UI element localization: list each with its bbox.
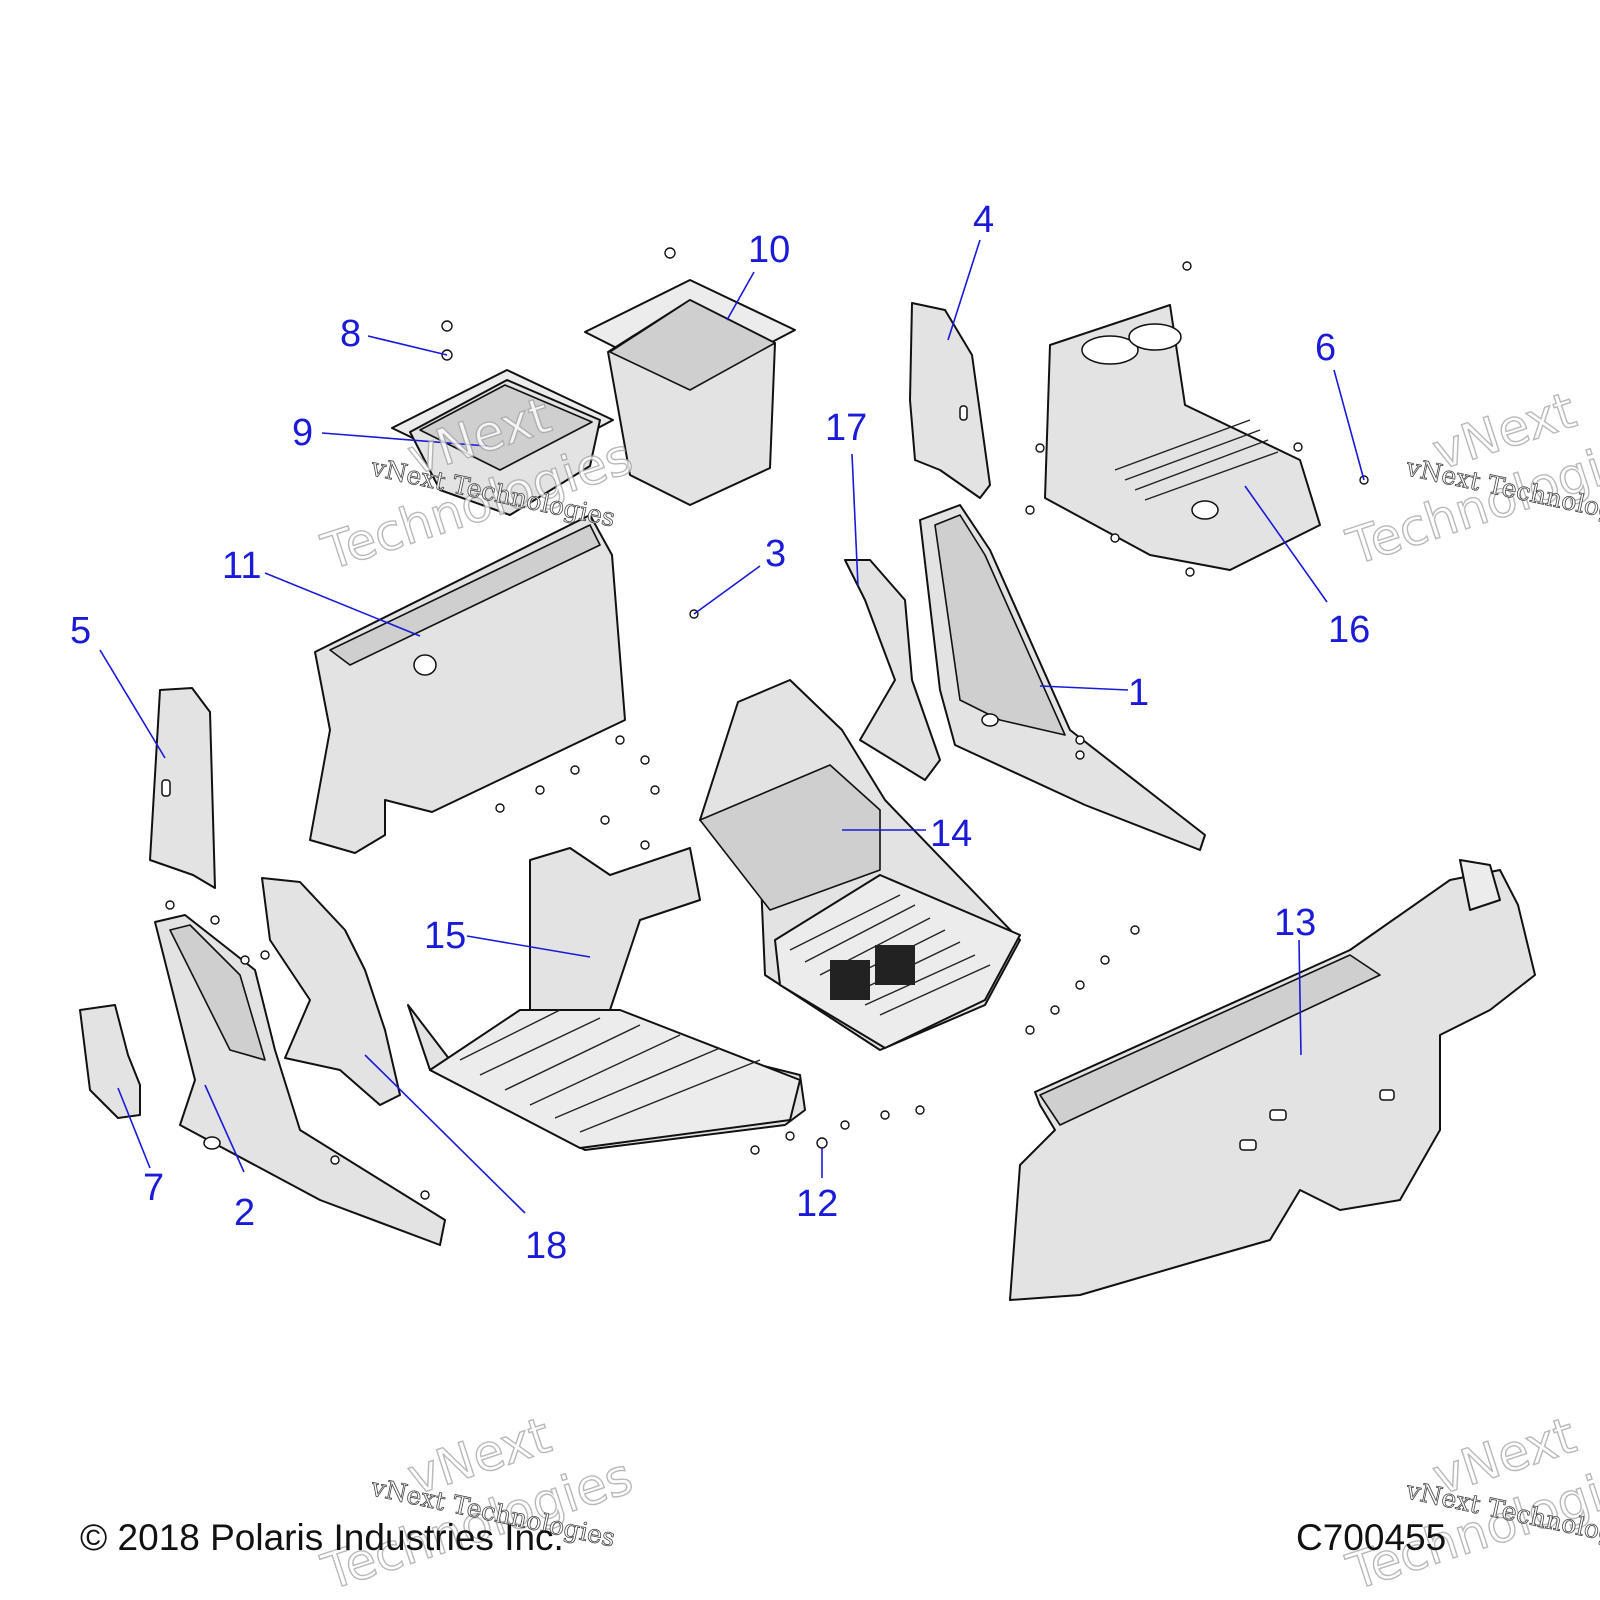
part-2-door-sill-left bbox=[154, 914, 446, 1246]
callout-7: 7 bbox=[143, 1167, 164, 1209]
callout-18: 18 bbox=[525, 1225, 567, 1267]
part-5-side-panel bbox=[149, 687, 216, 889]
part-15-rear-floor bbox=[407, 847, 806, 1151]
callout-16: 16 bbox=[1328, 609, 1370, 651]
part-11-rear-panel bbox=[309, 514, 626, 854]
part-14-front-floor bbox=[699, 679, 1021, 1051]
part-13-dash-panel bbox=[1009, 859, 1536, 1301]
callout-2: 2 bbox=[234, 1192, 255, 1234]
part-9-tray bbox=[391, 369, 614, 516]
part-18-kick-panel bbox=[261, 877, 401, 1106]
callout-1: 1 bbox=[1128, 672, 1149, 714]
callout-17: 17 bbox=[825, 407, 867, 449]
callout-10: 10 bbox=[748, 229, 790, 271]
part-7-pad bbox=[79, 1004, 141, 1119]
leader-lines bbox=[99, 239, 1365, 1214]
callout-13: 13 bbox=[1274, 902, 1316, 944]
callout-11: 11 bbox=[222, 545, 261, 587]
callout-labels: 1 2 3 4 5 6 7 8 9 10 11 12 13 14 15 16 1… bbox=[70, 199, 1370, 1267]
drawing-code: C700455 bbox=[1296, 1517, 1447, 1558]
callout-6: 6 bbox=[1315, 327, 1336, 369]
part-16-console bbox=[1044, 304, 1321, 571]
part-10-storage-bin bbox=[584, 247, 796, 506]
callout-12: 12 bbox=[796, 1183, 838, 1225]
part-17-panel bbox=[844, 559, 941, 781]
callout-4: 4 bbox=[973, 199, 994, 241]
callout-14: 14 bbox=[930, 813, 972, 855]
fasteners bbox=[165, 261, 1369, 1200]
part-1-door-sill-right bbox=[919, 504, 1206, 851]
part-4-pillar-panel bbox=[909, 302, 991, 499]
callout-15: 15 bbox=[424, 915, 466, 957]
callout-3: 3 bbox=[765, 533, 786, 575]
callout-8: 8 bbox=[340, 313, 361, 355]
fastener-8a bbox=[441, 320, 453, 332]
callout-9: 9 bbox=[292, 412, 313, 454]
callout-5: 5 bbox=[70, 610, 91, 652]
copyright-notice: © 2018 Polaris Industries Inc. bbox=[80, 1517, 564, 1558]
